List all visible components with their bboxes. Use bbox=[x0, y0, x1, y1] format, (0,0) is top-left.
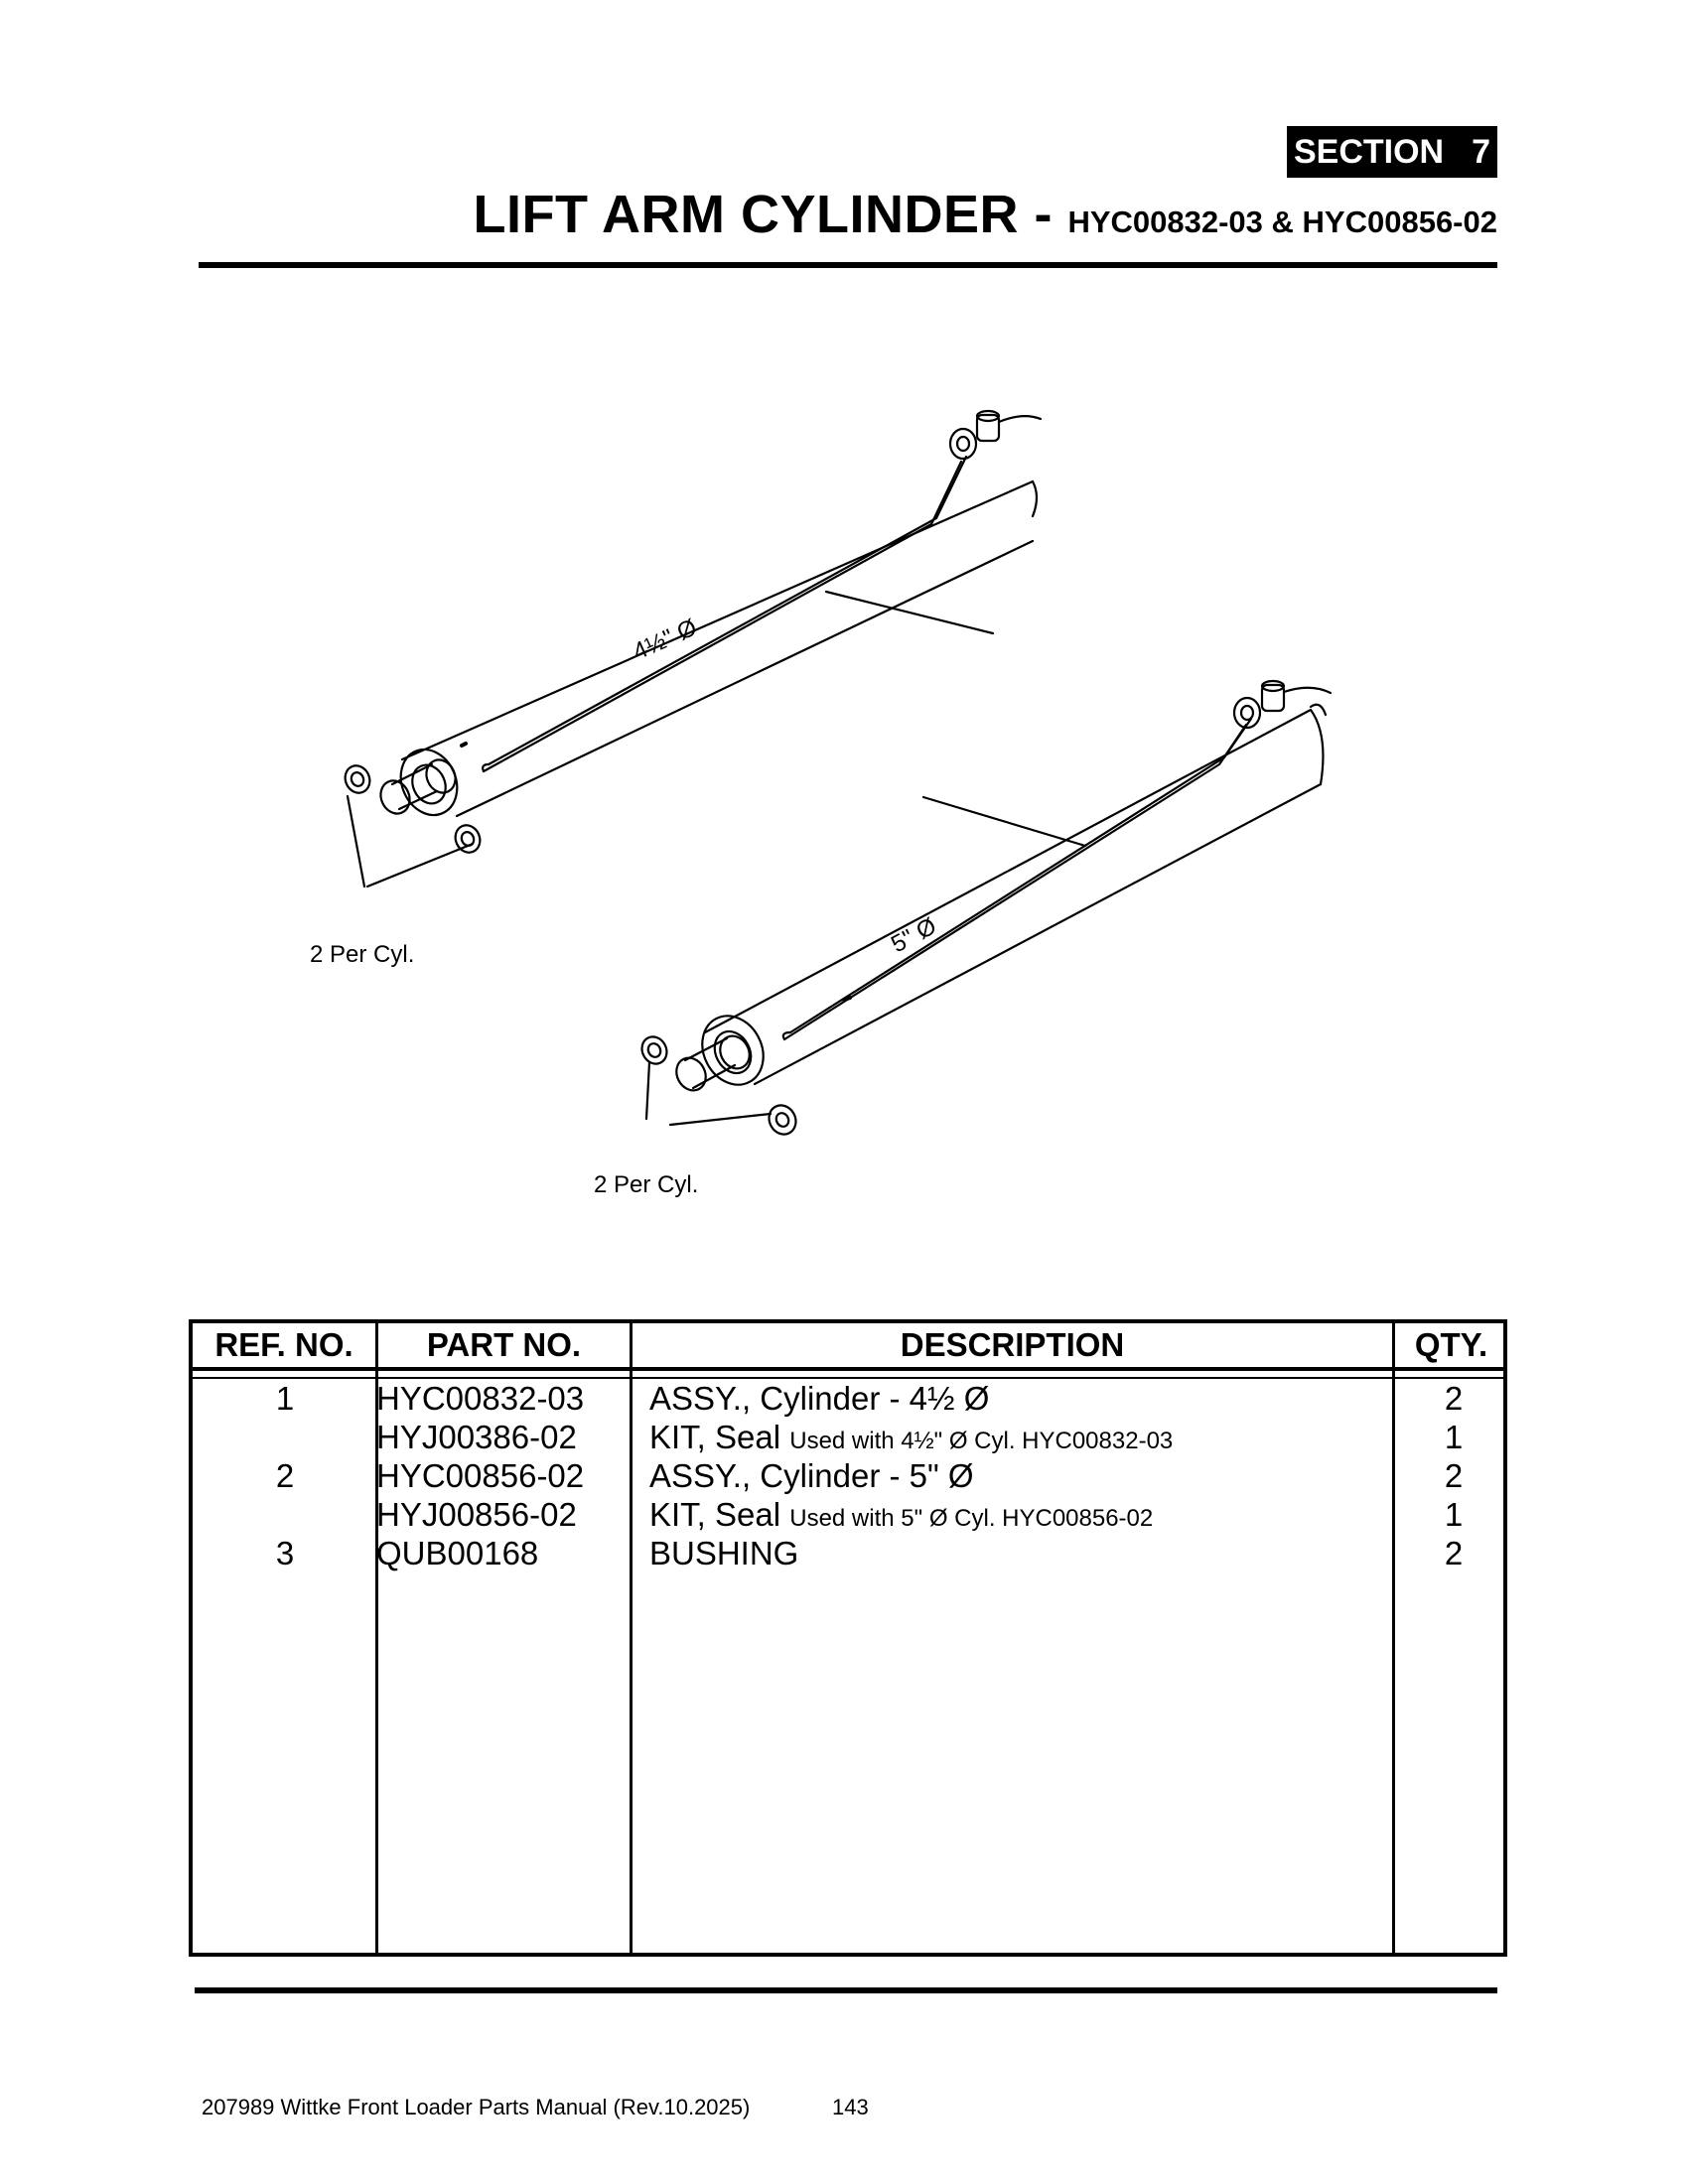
qty: 2 bbox=[1444, 1380, 1464, 1417]
column-divider bbox=[630, 1323, 633, 1953]
part-no: HYJ00386-02 bbox=[376, 1419, 577, 1455]
upper-bushing-note: 2 Per Cyl. bbox=[310, 941, 415, 968]
page-title-models: HYC00832-03 & HYC00856-02 bbox=[1067, 205, 1497, 239]
qty: 1 bbox=[1444, 1419, 1464, 1455]
description: ASSY., Cylinder - 4½ Ø bbox=[649, 1379, 989, 1418]
table-row: HYJ00386-02 KIT, Seal Used with 4½" Ø Cy… bbox=[193, 1418, 1503, 1456]
part-no: HYC00856-02 bbox=[376, 1457, 585, 1494]
description: KIT, Seal Used with 4½" Ø Cyl. HYC00832-… bbox=[649, 1418, 1173, 1456]
header-part-no: PART NO. bbox=[426, 1326, 582, 1363]
section-label: SECTION bbox=[1293, 132, 1445, 171]
section-badge: SECTION 7 bbox=[1287, 126, 1497, 178]
description-note: Used with 4½" Ø Cyl. HYC00832-03 bbox=[789, 1428, 1174, 1454]
footer-page-number: 143 bbox=[832, 2095, 869, 2119]
description-note: Used with 5" Ø Cyl. HYC00856-02 bbox=[789, 1505, 1154, 1532]
part-no: HYC00832-03 bbox=[376, 1380, 585, 1417]
parts-table: REF. NO. PART NO. DESCRIPTION QTY. 1 HYC… bbox=[189, 1319, 1507, 1957]
description: BUSHING bbox=[649, 1534, 798, 1572]
column-divider bbox=[1392, 1323, 1395, 1953]
bottom-rule bbox=[195, 1987, 1497, 1993]
part-no: QUB00168 bbox=[376, 1535, 539, 1571]
part-no: HYJ00856-02 bbox=[376, 1496, 577, 1533]
qty: 2 bbox=[1444, 1457, 1464, 1494]
table-header: REF. NO. PART NO. DESCRIPTION QTY. bbox=[193, 1323, 1503, 1379]
section-number: 7 bbox=[1472, 132, 1491, 171]
table-body: 1 HYC00832-03 ASSY., Cylinder - 4½ Ø 2 H… bbox=[193, 1379, 1503, 1572]
cylinder-diagram: 4½" Ø 5" Ø bbox=[344, 409, 1333, 1136]
description: KIT, Seal Used with 5" Ø Cyl. HYC00856-0… bbox=[649, 1495, 1153, 1534]
lower-bushing-note: 2 Per Cyl. bbox=[594, 1171, 699, 1198]
footer-manual-title: 207989 Wittke Front Loader Parts Manual … bbox=[202, 2095, 751, 2119]
page-title-main: LIFT ARM CYLINDER - bbox=[473, 185, 1068, 244]
table-row: 3 QUB00168 BUSHING 2 bbox=[193, 1534, 1503, 1572]
description-text: ASSY., Cylinder - 5" Ø bbox=[649, 1457, 974, 1494]
header-description: DESCRIPTION bbox=[900, 1326, 1125, 1363]
description: ASSY., Cylinder - 5" Ø bbox=[649, 1456, 974, 1495]
table-row: HYJ00856-02 KIT, Seal Used with 5" Ø Cyl… bbox=[193, 1495, 1503, 1534]
description-text: KIT, Seal bbox=[649, 1496, 790, 1533]
lower-cylinder-dim-label: 5" Ø bbox=[887, 912, 940, 958]
ref-no bbox=[193, 1495, 377, 1534]
qty: 2 bbox=[1444, 1535, 1464, 1571]
lower-cylinder bbox=[640, 679, 1333, 1136]
page-title: LIFT ARM CYLINDER - HYC00832-03 & HYC008… bbox=[474, 184, 1497, 245]
description-text: KIT, Seal bbox=[649, 1419, 790, 1455]
ref-no: 3 bbox=[275, 1535, 295, 1571]
table-row: 2 HYC00856-02 ASSY., Cylinder - 5" Ø 2 bbox=[193, 1456, 1503, 1495]
table-row: 1 HYC00832-03 ASSY., Cylinder - 4½ Ø 2 bbox=[193, 1379, 1503, 1418]
header-ref-no: REF. NO. bbox=[214, 1326, 353, 1363]
column-divider bbox=[375, 1323, 378, 1953]
ref-no: 1 bbox=[275, 1380, 295, 1417]
qty: 1 bbox=[1444, 1496, 1464, 1533]
description-text: ASSY., Cylinder - 4½ Ø bbox=[649, 1380, 990, 1417]
ref-no: 2 bbox=[275, 1457, 295, 1494]
ref-no bbox=[193, 1418, 377, 1456]
top-rule bbox=[199, 262, 1497, 268]
header-qty: QTY. bbox=[1414, 1326, 1488, 1363]
upper-cylinder bbox=[344, 409, 1043, 888]
description-text: BUSHING bbox=[649, 1535, 799, 1571]
